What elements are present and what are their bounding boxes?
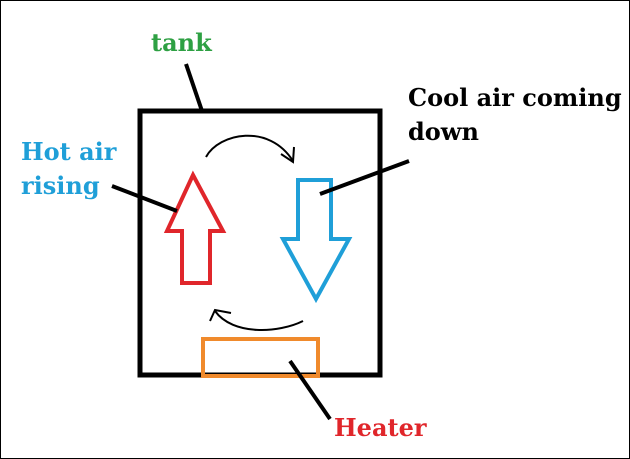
cool-air-label-line-2: down [408, 117, 479, 146]
tank-label: tank [151, 28, 212, 57]
heater-leader-line [288, 359, 332, 421]
hot-air-label-line-1: Hot air [21, 137, 117, 166]
curved-arrow-left-icon [209, 308, 304, 331]
heater-box [201, 337, 320, 378]
hot-air-leader-line [111, 184, 178, 213]
tank-leader-line [184, 63, 204, 112]
cool-air-label-line-1: Cool air coming [408, 83, 622, 112]
red-up-arrow-icon [163, 170, 227, 285]
tank-outline [137, 108, 383, 378]
cool-air-coming-down-label: Cool air coming down [408, 81, 622, 149]
blue-down-arrow-icon [279, 178, 353, 304]
heater-label: Heater [334, 413, 427, 442]
hot-air-label-line-2: rising [21, 171, 100, 200]
curved-arrow-right-icon [205, 134, 295, 164]
cool-air-leader-line [319, 159, 410, 196]
hot-air-rising-label: Hot air rising [21, 135, 116, 203]
